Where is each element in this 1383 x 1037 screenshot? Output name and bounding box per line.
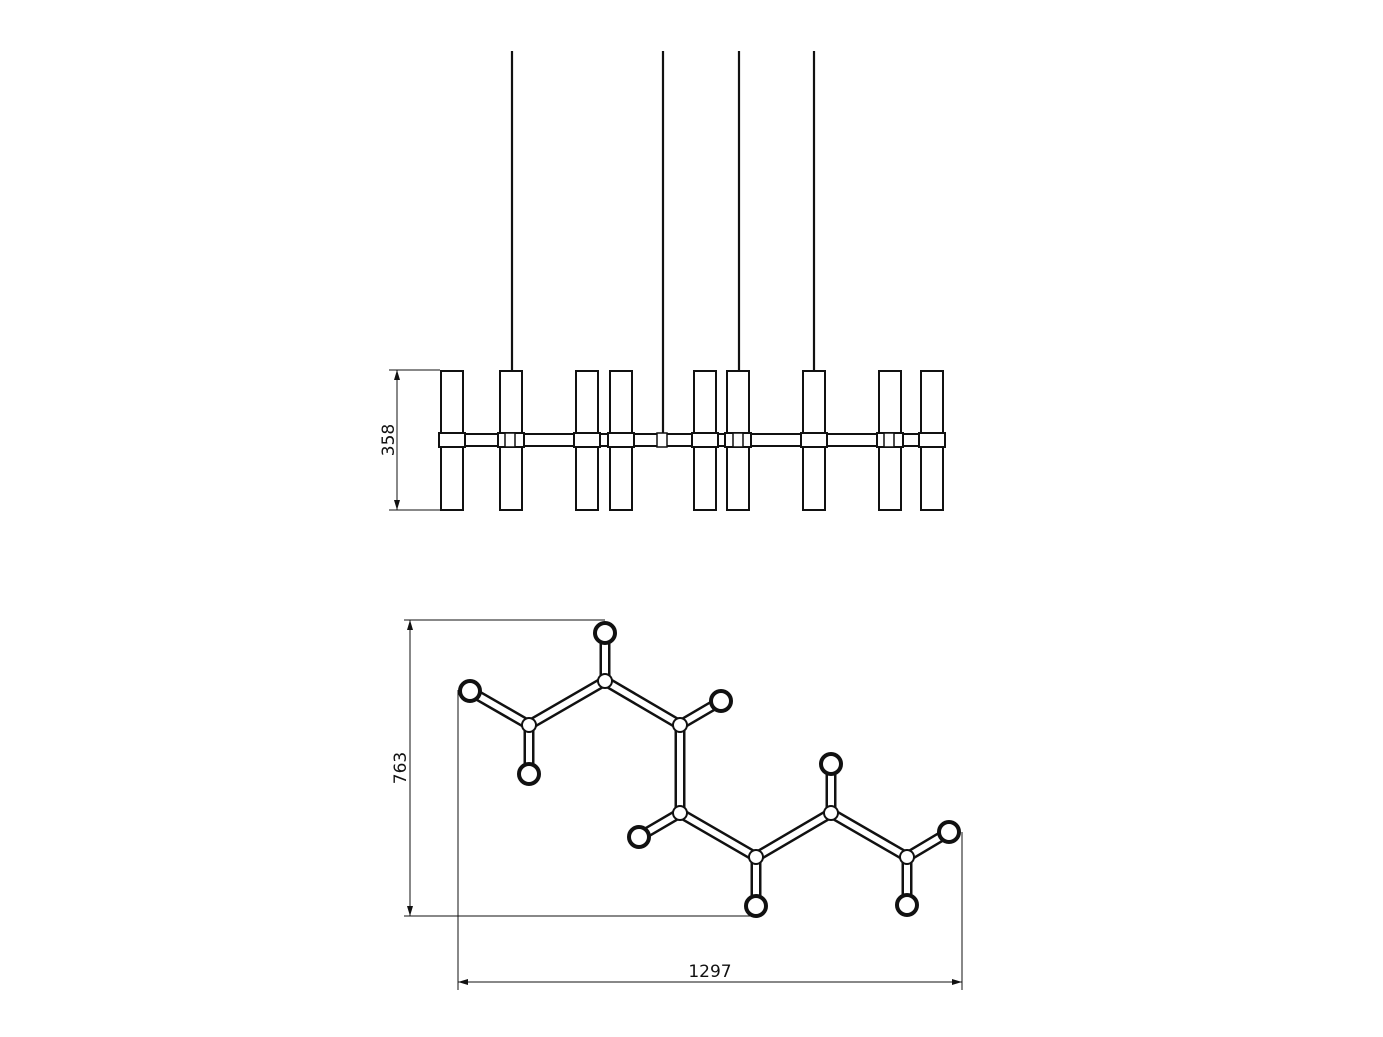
rail-joint-4 [883,432,895,448]
light-tubes [440,370,944,511]
light-head-2 [517,762,541,786]
light-head-8 [937,820,961,844]
arm-fill-2 [603,678,682,728]
plan-light-heads [458,621,961,918]
light-tube-lower-6 [726,446,750,511]
light-tube-upper-4 [609,370,633,434]
plan-view: 763 1297 [391,619,963,990]
light-head-3 [593,621,617,645]
arm-fill-5 [754,810,833,860]
rail-connector-3 [573,432,601,448]
light-tube-upper-3 [575,370,599,434]
rail-connector-4 [607,432,635,448]
light-tube-upper-5 [693,370,717,434]
light-head-5 [627,825,651,849]
suspension-cables [510,51,816,437]
arm-fill-1 [527,678,607,728]
light-head-4 [709,689,733,713]
light-tube-lower-8 [878,446,902,511]
elevation-view: 358 [379,51,946,511]
light-tube-lower-4 [609,446,633,511]
plan-joint-3 [672,717,688,733]
plan-joint-6 [823,805,839,821]
light-tube-upper-7 [802,370,826,434]
light-head-9 [895,893,919,917]
rail-connectors [438,432,946,448]
plan-joint-5 [748,849,764,865]
height-dimension-label: 358 [379,424,399,456]
light-tube-upper-1 [440,370,464,434]
depth-dimension-label: 763 [391,752,411,784]
plan-joint-2 [597,673,613,689]
light-head-6 [744,894,768,918]
height-dimension: 358 [379,369,440,511]
light-head-7 [819,752,843,776]
rail-joint-2 [656,432,668,448]
light-tube-lower-3 [575,446,599,511]
light-tube-lower-2 [499,446,523,511]
light-tube-upper-9 [920,370,944,434]
plan-joints [521,673,915,865]
plan-arm-segments [467,633,952,906]
rail-connector-5 [691,432,719,448]
light-tube-lower-5 [693,446,717,511]
light-head-1 [458,679,482,703]
light-tube-upper-2 [499,370,523,434]
rail-joint-3 [732,432,744,448]
width-dimension: 1297 [457,690,963,990]
plan-joint-7 [899,849,915,865]
light-tube-lower-9 [920,446,944,511]
arm-fill-4 [678,810,758,860]
arm-fill-6 [829,810,909,860]
rail-connector-1 [438,432,466,448]
light-tube-lower-1 [440,446,464,511]
rail-joint-1 [504,432,516,448]
light-tube-upper-6 [726,370,750,434]
rail-connector-9 [918,432,946,448]
plan-joint-1 [521,717,537,733]
plan-joint-4 [672,805,688,821]
width-dimension-label: 1297 [688,962,731,982]
light-tube-upper-8 [878,370,902,434]
depth-dimension: 763 [391,619,757,917]
rail-connector-7 [800,432,828,448]
light-tube-lower-7 [802,446,826,511]
